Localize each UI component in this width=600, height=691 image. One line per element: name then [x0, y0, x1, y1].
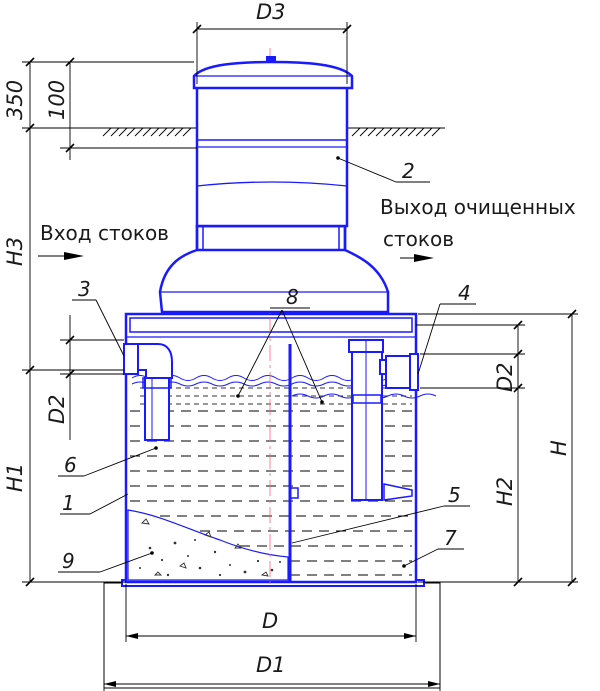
dim-h3: H3	[3, 237, 27, 266]
dim-d: D	[262, 609, 278, 633]
dim-100: 100	[45, 80, 69, 120]
dim-h: H	[547, 440, 571, 456]
inlet-pipe	[123, 343, 173, 441]
callout-3: 3	[78, 277, 91, 301]
callout-6: 6	[64, 453, 77, 477]
dim-h1: H1	[3, 463, 27, 492]
base-plate	[103, 582, 441, 689]
inlet-label: Вход стоков	[40, 221, 169, 245]
riser-neck	[158, 84, 390, 314]
ground-line	[100, 127, 445, 137]
dim-d3: D3	[256, 0, 286, 24]
sludge-layer	[127, 509, 289, 581]
riser-lid	[192, 56, 354, 90]
callout-7: 7	[444, 526, 457, 550]
dimension-arrows	[104, 633, 440, 687]
callout-4: 4	[458, 281, 471, 305]
callout-2: 2	[402, 159, 415, 183]
leader-dots	[150, 156, 406, 568]
partition-wall	[288, 344, 299, 582]
dim-d1: D1	[256, 653, 286, 677]
callout-5: 5	[448, 483, 461, 507]
dim-350: 350	[3, 80, 27, 120]
outlet-pipe	[348, 339, 419, 501]
leader-lines	[58, 157, 476, 573]
dimension-ticks	[25, 24, 577, 587]
dim-d2-left: D2	[45, 394, 69, 424]
outlet-label-line2: стоков	[383, 227, 454, 251]
callout-1: 1	[62, 491, 75, 515]
dim-d2-right: D2	[493, 362, 517, 392]
flow-arrows	[38, 252, 434, 262]
callout-9: 9	[62, 549, 75, 573]
callout-8: 8	[286, 285, 299, 309]
dim-h2: H2	[493, 477, 517, 506]
outlet-label-line1: Выход очищенных	[380, 195, 576, 219]
